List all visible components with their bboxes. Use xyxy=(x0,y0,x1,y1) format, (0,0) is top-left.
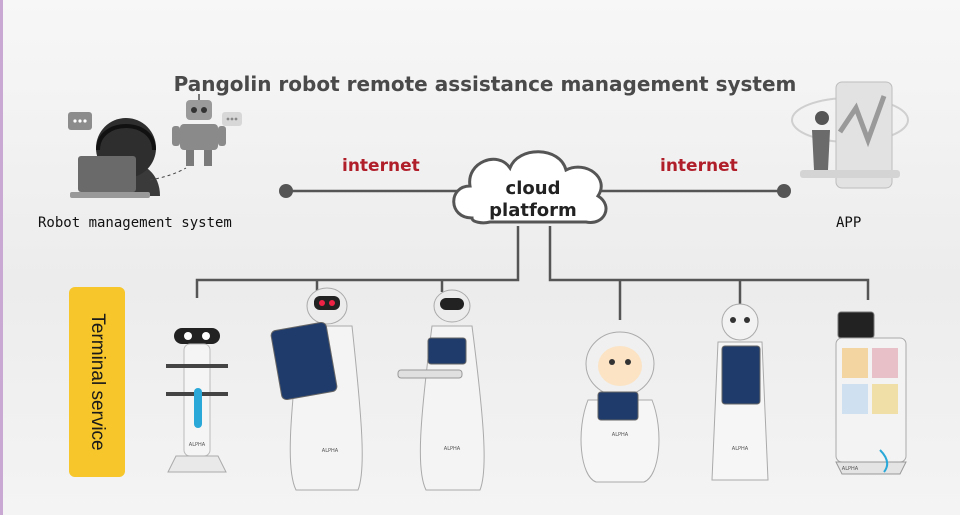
terminal-service-box: Terminal service xyxy=(69,287,125,477)
terminal-service-label: Terminal service xyxy=(87,313,108,451)
small-robot-icon xyxy=(172,94,226,166)
line-cloud-down-right xyxy=(548,226,870,300)
cloud-label-line2: platform xyxy=(489,200,577,221)
app-user-icon xyxy=(791,81,909,189)
robot-humanoid xyxy=(711,303,769,481)
app-caption: APP xyxy=(836,215,862,231)
cloud-platform-label: cloud platform xyxy=(478,178,588,222)
robot-vending xyxy=(835,311,907,475)
line-cloud-down-left xyxy=(195,226,520,298)
right-endpoint-dot xyxy=(777,184,791,198)
robot-screen-2 xyxy=(397,289,485,491)
cloud-label-line1: cloud xyxy=(505,178,561,199)
robot-screen-1 xyxy=(270,287,363,491)
robot-management-caption: Robot management system xyxy=(38,215,232,231)
robot-tray-delivery xyxy=(166,328,228,473)
page-title: Pangolin robot remote assistance managem… xyxy=(173,72,797,96)
internet-label-left: internet xyxy=(342,156,420,176)
robot-kid xyxy=(580,331,660,483)
chat-bubble-icon xyxy=(222,112,242,126)
operator-headset-icon xyxy=(68,112,187,198)
left-endpoint-dot xyxy=(279,184,293,198)
cloud-icon xyxy=(452,150,608,225)
left-edge-stripe xyxy=(0,0,3,515)
internet-label-right: internet xyxy=(660,156,738,176)
